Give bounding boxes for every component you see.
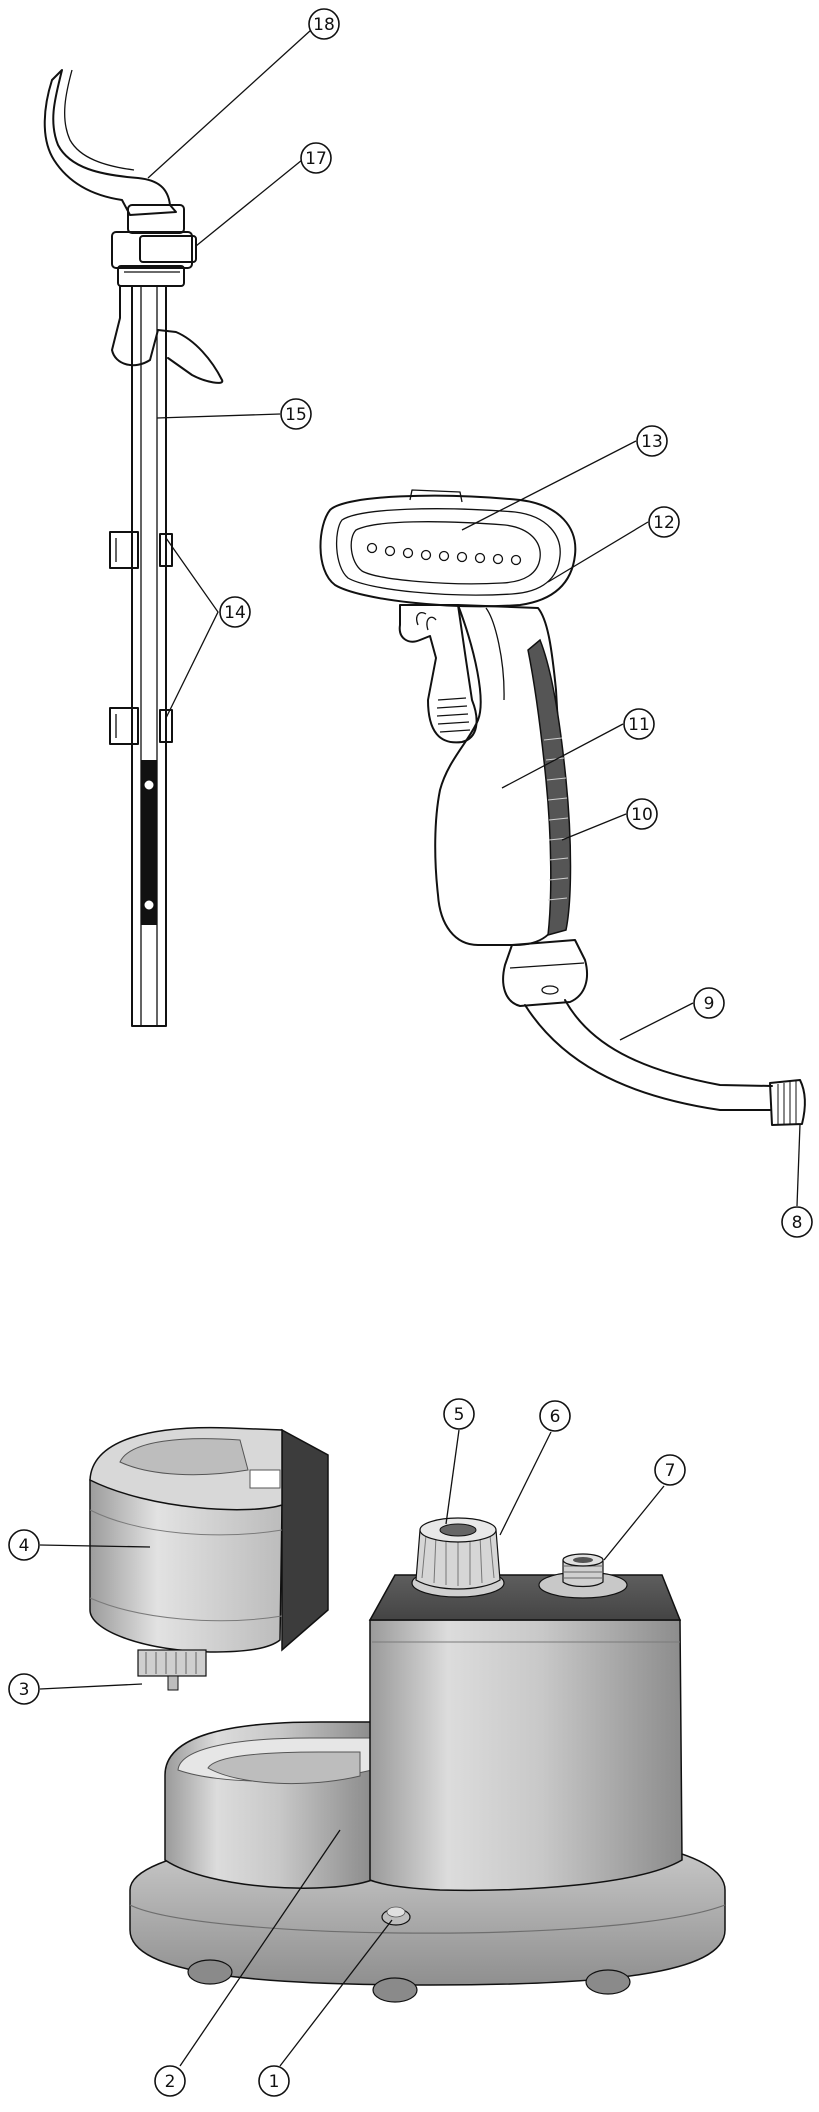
callout-8: 8: [782, 1207, 812, 1237]
callout-14-label: 14: [224, 603, 246, 623]
callout-17: 17: [301, 143, 331, 173]
leader-10: [562, 814, 626, 840]
callout-15-label: 15: [285, 405, 307, 425]
callout-12: 12: [649, 507, 679, 537]
hose-end-cap: [770, 1080, 805, 1125]
leader-17: [196, 160, 302, 246]
leader-5: [446, 1430, 459, 1524]
steam-outlet-holes: [368, 544, 521, 565]
leader-15: [157, 414, 280, 418]
tank-valve: [138, 1650, 206, 1690]
callout-1-label: 1: [269, 2072, 280, 2092]
foot-center: [373, 1978, 417, 2002]
callout-18: 18: [309, 9, 339, 39]
leader-13: [462, 441, 636, 530]
callout-14: 14: [220, 597, 250, 627]
callout-7: 7: [655, 1455, 685, 1485]
hose-connector: [503, 940, 587, 1006]
callout-10-label: 10: [631, 805, 653, 825]
callout-13-label: 13: [641, 432, 663, 452]
garment-hanger-hook: [45, 70, 176, 215]
callout-5: 5: [444, 1399, 474, 1429]
leader-18: [148, 30, 311, 178]
callout-5-label: 5: [454, 1405, 465, 1425]
nozzle-holder: [112, 286, 222, 383]
callout-6: 6: [540, 1401, 570, 1431]
callout-11: 11: [624, 709, 654, 739]
callout-9-label: 9: [704, 994, 715, 1014]
leader-3: [40, 1684, 142, 1689]
callout-13: 13: [637, 426, 667, 456]
leader-14: [166, 538, 218, 718]
callout-15: 15: [281, 399, 311, 429]
callout-6-label: 6: [550, 1407, 561, 1427]
callout-4-label: 4: [19, 1536, 30, 1556]
foot-left: [188, 1960, 232, 1984]
pole-clamp: [112, 205, 196, 286]
foot-right: [586, 1970, 630, 1994]
leader-9: [620, 1003, 693, 1040]
callout-3-label: 3: [19, 1680, 30, 1700]
telescopic-pole: [132, 286, 166, 1026]
steam-handle-assembly: [320, 490, 804, 1125]
callout-8-label: 8: [792, 1213, 803, 1233]
callout-4: 4: [9, 1530, 39, 1560]
leader-8: [797, 1124, 800, 1206]
callout-17-label: 17: [305, 149, 327, 169]
pole-assembly: [45, 70, 223, 1026]
callout-1: 1: [259, 2066, 289, 2096]
callout-2-label: 2: [165, 2072, 176, 2092]
leader-12: [548, 522, 648, 582]
steam-hose: [525, 1005, 770, 1110]
steam-head-plate: [320, 496, 575, 607]
leader-6: [500, 1432, 551, 1535]
callout-3: 3: [9, 1674, 39, 1704]
callout-9: 9: [694, 988, 724, 1018]
leader-7: [604, 1486, 664, 1560]
callout-2: 2: [155, 2066, 185, 2096]
control-knob: [412, 1518, 504, 1597]
rubber-grip: [528, 640, 571, 935]
callout-11-label: 11: [628, 715, 650, 735]
grip-ridges: [437, 698, 470, 732]
water-tank: [90, 1428, 328, 1652]
callout-18-label: 18: [313, 15, 335, 35]
callout-12-label: 12: [653, 513, 675, 533]
hose-port: [539, 1554, 627, 1598]
callout-7-label: 7: [665, 1461, 676, 1481]
callout-10: 10: [627, 799, 657, 829]
